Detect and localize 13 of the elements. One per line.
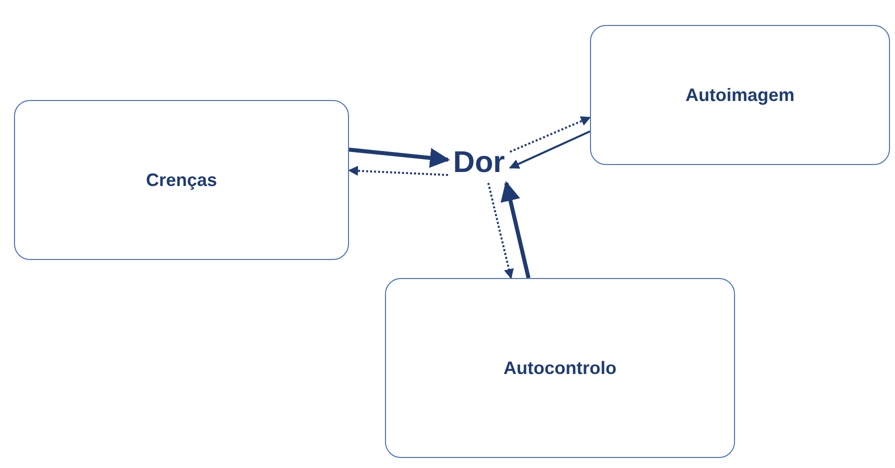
- arrow: [487, 182, 514, 279]
- arrow: [509, 130, 590, 169]
- rounded-box: [385, 278, 735, 458]
- arrow: [348, 148, 450, 168]
- rounded-box: [14, 100, 349, 260]
- box-label: Autoimagem: [685, 84, 794, 107]
- arrow: [348, 166, 448, 176]
- box-label: Autocontrolo: [504, 357, 616, 380]
- box-label: Crenças: [146, 169, 218, 192]
- arrow: [510, 116, 591, 153]
- rounded-box: [590, 25, 890, 165]
- concept-label: Dor: [448, 143, 510, 183]
- arrow: [500, 181, 530, 278]
